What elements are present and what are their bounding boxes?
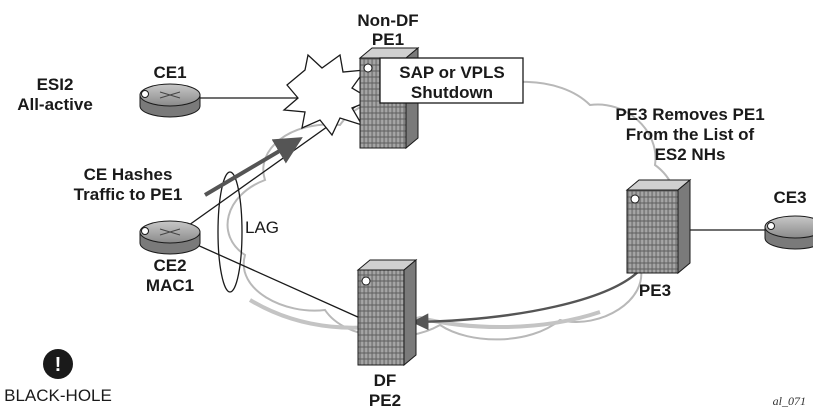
pe3-label: PE3 xyxy=(639,281,671,300)
mac1-label: MAC1 xyxy=(146,276,194,295)
hash-label-line2: Traffic to PE1 xyxy=(74,185,183,204)
svg-text:!: ! xyxy=(55,354,62,376)
pe2-switch xyxy=(356,258,418,367)
pe2-label: PE2 xyxy=(369,391,401,410)
callout-line1: SAP or VPLS xyxy=(399,63,505,82)
explosion-icon xyxy=(282,53,374,137)
ce1-router xyxy=(139,83,201,118)
ce1-label: CE1 xyxy=(153,63,186,82)
pe3-note-line1: PE3 Removes PE1 xyxy=(615,105,764,124)
link-ce2-pe2 xyxy=(174,234,361,319)
hash-traffic-arrow xyxy=(203,137,303,197)
esi-label: ESI2 xyxy=(37,75,74,94)
df-label: DF xyxy=(374,371,397,390)
figure-ref: al_071 xyxy=(773,394,806,408)
exclamation-icon: ! xyxy=(43,349,73,379)
callout-line2: Shutdown xyxy=(411,83,493,102)
core-cloud xyxy=(226,80,679,341)
ce3-label: CE3 xyxy=(773,188,806,207)
ce2-label: CE2 xyxy=(153,256,186,275)
lag-label: LAG xyxy=(245,218,279,237)
black-hole-label: BLACK-HOLE xyxy=(4,386,112,405)
pe3-note-line2: From the List of xyxy=(626,125,755,144)
pe3-switch xyxy=(625,178,692,275)
hash-label-line1: CE Hashes xyxy=(84,165,173,184)
pe3-note-line3: ES2 NHs xyxy=(655,145,726,164)
pe3-to-pe2-arrow xyxy=(411,269,641,331)
all-active-label: All-active xyxy=(17,95,93,114)
ce3-router xyxy=(764,215,813,250)
sap-shutdown-callout xyxy=(379,57,524,104)
non-df-label: Non-DF xyxy=(357,11,418,30)
lag-ellipse xyxy=(217,171,243,293)
pe1-label: PE1 xyxy=(372,30,404,49)
ce2-router xyxy=(139,220,201,255)
